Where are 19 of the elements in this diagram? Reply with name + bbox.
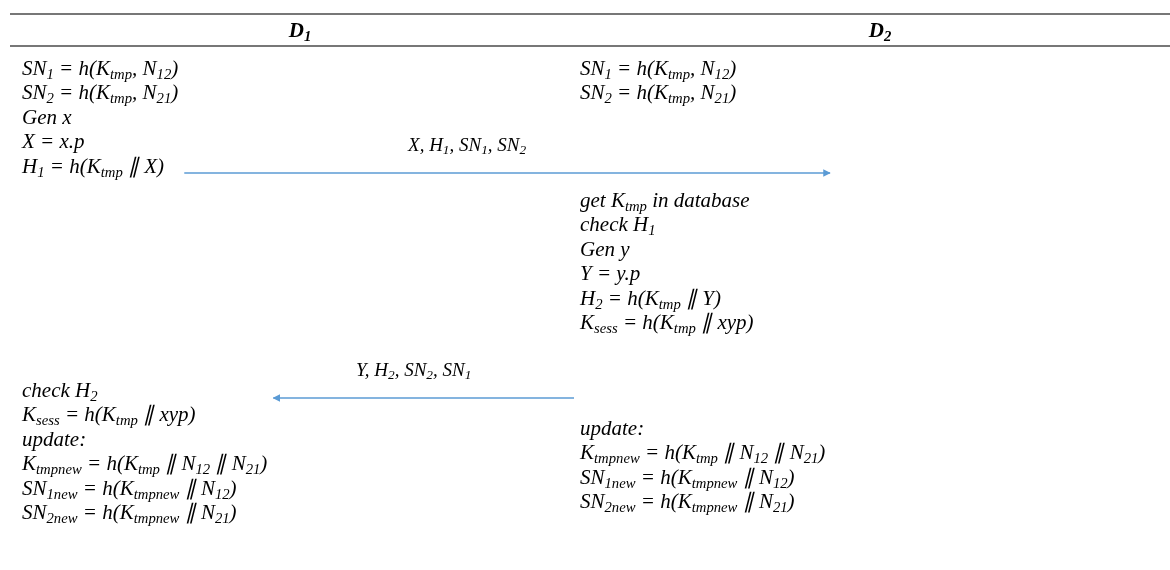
protocol-step: update:: [580, 416, 645, 441]
protocol-step: H$_{1}$ = h(K$_{tmp}$ ∥ X): [22, 153, 165, 179]
protocol-step: K$_{tmpnew}$ = h(K$_{tmp}$ ∥ N$_{12}$ ∥ N$_{21}$): [580, 440, 826, 465]
protocol-step: update:: [22, 426, 87, 452]
message-arrow: [183, 169, 831, 177]
column-heading: D$_{1}$: [288, 18, 312, 42]
column-heading: D$_{2}$: [868, 18, 892, 42]
protocol-step: K$_{sess}$ = h(K$_{tmp}$ ∥ xyp): [22, 402, 196, 427]
protocol-step: H$_{2}$ = h(K$_{tmp}$ ∥ Y): [580, 285, 721, 311]
protocol-step: Gen y: [580, 236, 630, 262]
protocol-step: K$_{tmpnew}$ = h(K$_{tmp}$ ∥ N$_{12}$ ∥ N$_{21}$): [22, 451, 268, 476]
protocol-step: check H$_{2}$: [22, 378, 98, 403]
protocol-step: SN$_{1}$ = h(K$_{tmp}$, N$_{12}$): [22, 56, 179, 81]
protocol-step: Y = y.p: [580, 261, 641, 286]
message-arrow: [272, 394, 575, 402]
protocol-step: get K$_{tmp}$ in database: [580, 188, 750, 213]
protocol-step: SN$_{1}$ = h(K$_{tmp}$, N$_{12}$): [580, 56, 737, 81]
protocol-step: X = x.p: [22, 129, 85, 154]
protocol-step: Gen x: [22, 104, 72, 130]
